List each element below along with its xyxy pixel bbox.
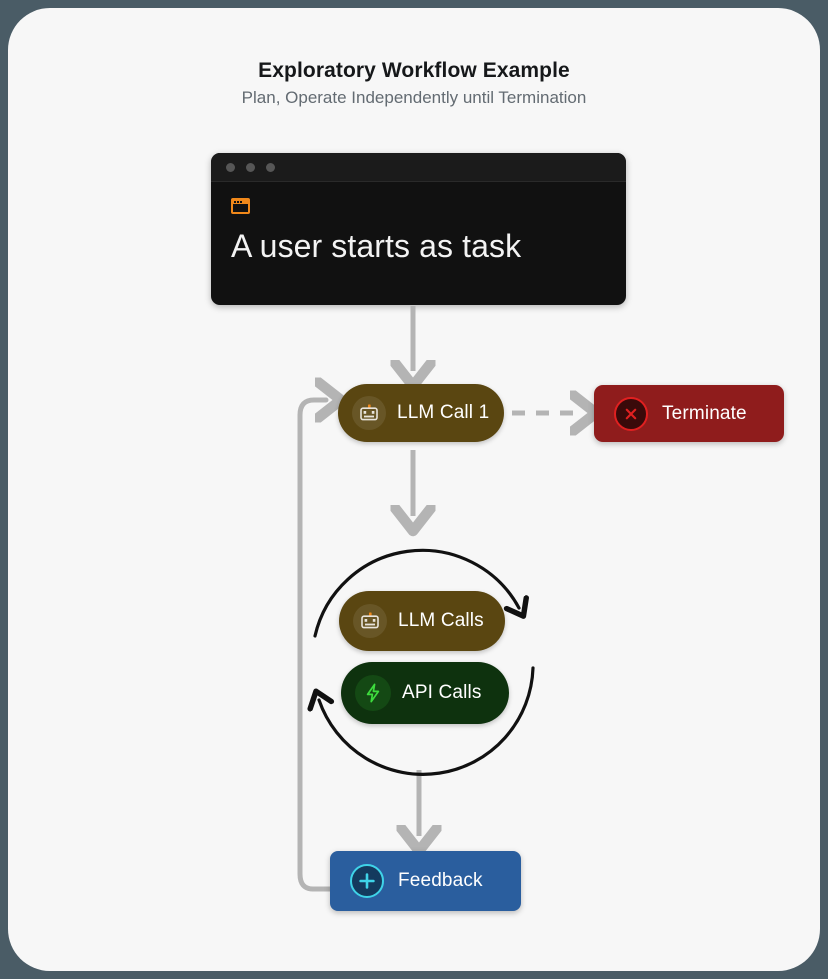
diagram-stage: Exploratory Workflow Example Plan, Opera… (8, 8, 820, 971)
page-subtitle: Plan, Operate Independently until Termin… (241, 88, 587, 107)
node-label: LLM Call 1 (397, 402, 490, 423)
node-terminate[interactable]: Terminate (594, 385, 784, 442)
node-feedback[interactable]: Feedback (330, 851, 521, 911)
terminal-command: A user starts as task (231, 228, 522, 264)
workflow-card: Exploratory Workflow Example Plan, Opera… (8, 8, 820, 971)
node-api-calls[interactable]: API Calls (341, 662, 509, 724)
maximize-dot[interactable] (266, 162, 275, 172)
minimize-dot[interactable] (246, 162, 255, 172)
edges-layer (297, 306, 820, 892)
robot-icon (352, 396, 386, 430)
node-llm-call-1[interactable]: LLM Call 1 (338, 384, 504, 442)
terminal-body: A user starts as task (211, 182, 626, 265)
node-label: Terminate (662, 402, 747, 424)
lightning-bolt-icon (355, 675, 391, 711)
robot-icon (353, 604, 387, 638)
terminal-titlebar (211, 153, 626, 182)
circle-x-icon (614, 396, 648, 431)
edge-loop-bottom-arc (319, 666, 535, 776)
edge-feedback-to-llm1 (297, 400, 330, 892)
node-label: API Calls (402, 682, 482, 703)
node-label: Feedback (398, 870, 483, 891)
terminal-window: A user starts as task (211, 153, 626, 305)
node-llm-calls[interactable]: LLM Calls (339, 591, 505, 651)
close-dot[interactable] (226, 162, 235, 172)
circle-plus-icon (350, 864, 384, 898)
header: Exploratory Workflow Example Plan, Opera… (8, 58, 820, 110)
window-icon (231, 198, 250, 214)
page-title: Exploratory Workflow Example (258, 59, 570, 82)
edge-loop-top-arc (313, 548, 519, 638)
node-label: LLM Calls (398, 610, 484, 631)
